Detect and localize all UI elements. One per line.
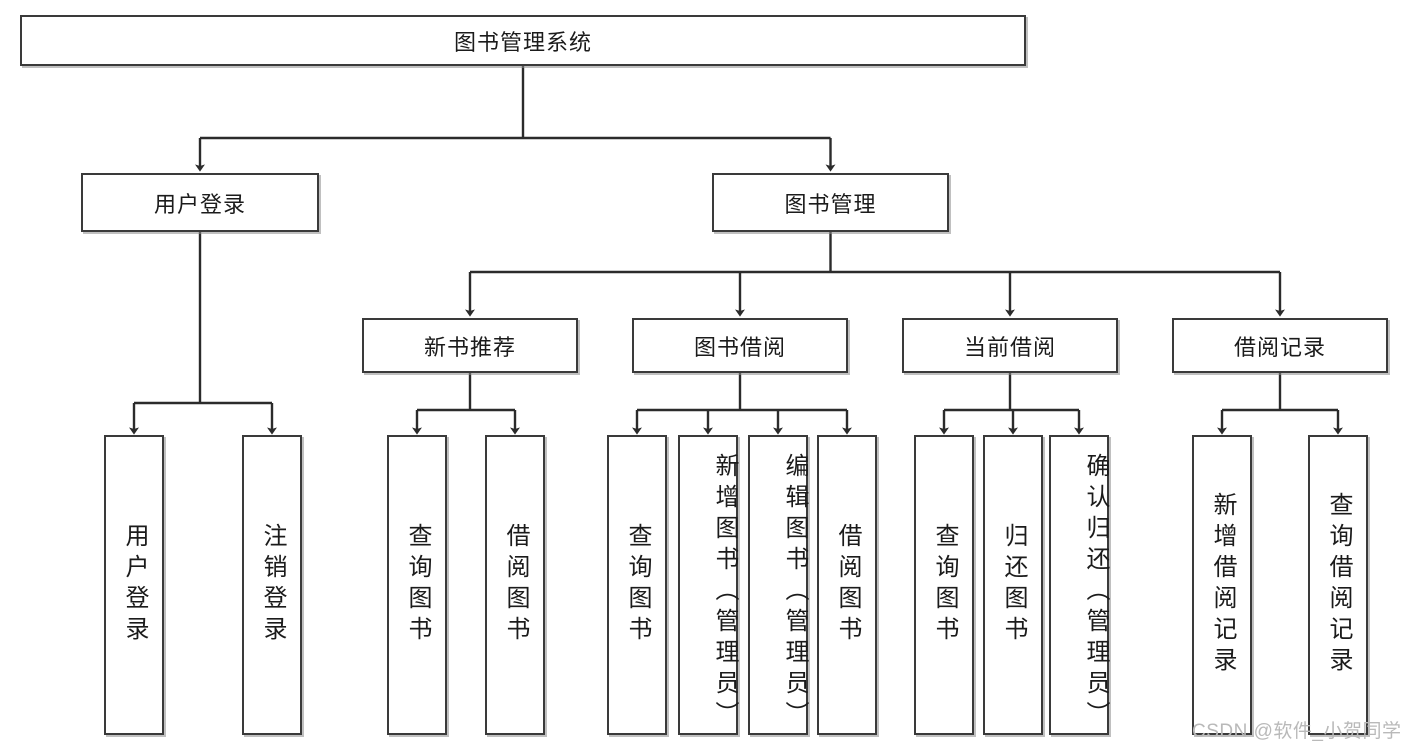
leaf-edit-book-label: 编辑图书（管理员） xyxy=(781,452,808,732)
leaf-return-book-label: 归还图书 xyxy=(1000,523,1027,647)
leaf-query-book-3-label: 查询图书 xyxy=(931,523,958,647)
node-new_book_rec-label: 新书推荐 xyxy=(423,334,516,360)
leaf-query-book-3: 查询图书 xyxy=(914,435,974,735)
csdn-watermark: CSDN @软件_小贺同学 xyxy=(1192,721,1402,742)
leaf-borrow-book-2: 借阅图书 xyxy=(817,435,877,735)
leaf-logout-login: 注销登录 xyxy=(242,435,302,735)
leaf-user-login-label: 用户登录 xyxy=(121,523,148,647)
root-node-book-management-system: 图书管理系统 xyxy=(20,15,1026,66)
leaf-query-record: 查询借阅记录 xyxy=(1308,435,1368,735)
node-current_borrow: 当前借阅 xyxy=(902,318,1118,373)
leaf-query-book-2: 查询图书 xyxy=(607,435,667,735)
leaf-borrow-book-1-label: 借阅图书 xyxy=(502,523,529,647)
leaf-borrow-book-2-label: 借阅图书 xyxy=(834,523,861,647)
node-book_manage-label: 图书管理 xyxy=(784,191,877,217)
leaf-query-book-1-label: 查询图书 xyxy=(404,523,431,647)
leaf-edit-book: 编辑图书（管理员） xyxy=(748,435,808,735)
leaf-query-record-label: 查询借阅记录 xyxy=(1325,492,1352,678)
node-book_borrow: 图书借阅 xyxy=(632,318,848,373)
leaf-return-book: 归还图书 xyxy=(983,435,1043,735)
leaf-query-book-2-label: 查询图书 xyxy=(624,523,651,647)
leaf-logout-login-label: 注销登录 xyxy=(259,523,286,647)
node-book_borrow-label: 图书借阅 xyxy=(693,334,786,360)
node-new_book_rec: 新书推荐 xyxy=(362,318,578,373)
leaf-add-record: 新增借阅记录 xyxy=(1192,435,1252,735)
node-borrow_record-label: 借阅记录 xyxy=(1233,334,1326,360)
leaf-confirm-return-label: 确认归还（管理员） xyxy=(1082,452,1109,732)
leaf-user-login: 用户登录 xyxy=(104,435,164,735)
leaf-borrow-book-1: 借阅图书 xyxy=(485,435,545,735)
node-book_manage: 图书管理 xyxy=(712,173,949,232)
node-user_login: 用户登录 xyxy=(81,173,319,232)
leaf-add-book: 新增图书（管理员） xyxy=(678,435,738,735)
leaf-add-book-label: 新增图书（管理员） xyxy=(711,452,738,732)
leaf-confirm-return: 确认归还（管理员） xyxy=(1049,435,1109,735)
root-node-book-management-system-label: 图书管理系统 xyxy=(453,29,592,55)
node-borrow_record: 借阅记录 xyxy=(1172,318,1388,373)
node-current_borrow-label: 当前借阅 xyxy=(963,334,1056,360)
leaf-add-record-label: 新增借阅记录 xyxy=(1209,492,1236,678)
leaf-query-book-1: 查询图书 xyxy=(387,435,447,735)
node-user_login-label: 用户登录 xyxy=(153,191,246,217)
